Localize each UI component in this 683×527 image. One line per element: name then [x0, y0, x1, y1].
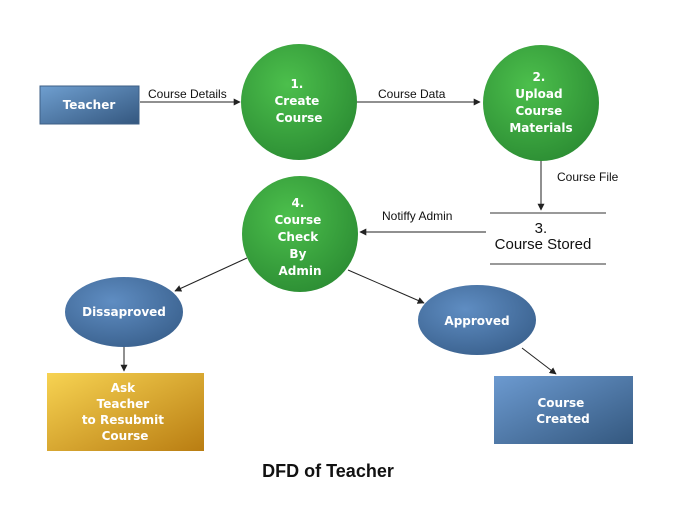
result-course-created — [494, 376, 633, 444]
action-ask-teacher-label: Ask Teacher to Resubmit Course — [82, 381, 168, 443]
teacher-entity — [39, 85, 140, 125]
process-create-course — [241, 44, 357, 160]
edge-approved-to-created — [521, 347, 557, 375]
action-ask-teacher — [47, 373, 204, 451]
edge-check-to-dissaproved — [174, 257, 248, 292]
result-course-created-label: Course Created — [536, 396, 589, 426]
edge-label-notify-admin: Notiffy Admin — [382, 209, 452, 223]
state-dissaproved-label: Dissaproved — [82, 305, 166, 319]
edge-label-course-data: Course Data — [378, 87, 446, 101]
process-course-check — [242, 176, 358, 292]
diagram-title: DFD of Teacher — [262, 461, 394, 481]
process-upload-materials-label: 2. Upload Course Materials — [509, 70, 572, 135]
data-store-course-stored: 3. Course Stored — [495, 220, 592, 253]
state-approved-label: Approved — [444, 314, 509, 328]
process-create-course-label: 1. Create Course — [274, 77, 323, 125]
state-dissaproved — [65, 277, 183, 347]
state-approved — [418, 285, 536, 355]
teacher-entity-label: Teacher — [63, 98, 116, 112]
edge-label-course-file: Course File — [557, 170, 619, 184]
edge-label-course-details: Course Details — [148, 87, 227, 101]
edge-check-to-approved — [347, 269, 425, 304]
process-course-check-label: 4. Course Check By Admin — [275, 196, 326, 278]
process-upload-materials — [483, 45, 599, 161]
